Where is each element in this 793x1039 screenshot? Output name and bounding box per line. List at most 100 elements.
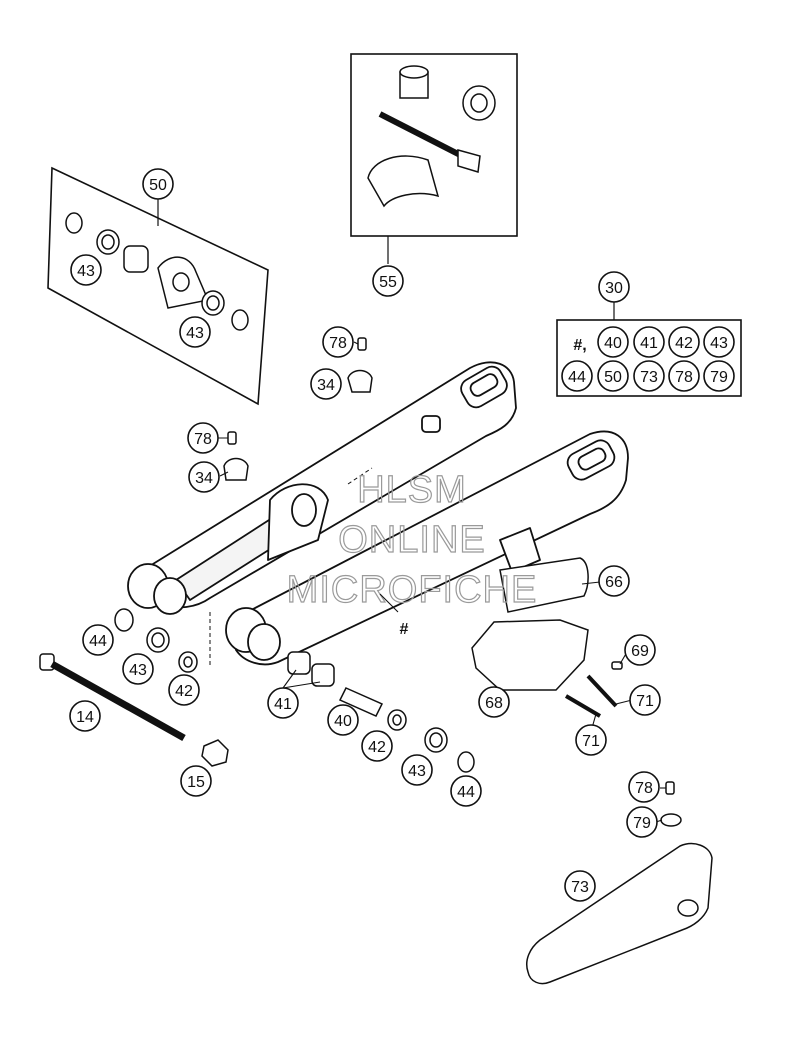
- callout-circle: [633, 360, 665, 392]
- callout-circle: [180, 765, 212, 797]
- callout-number: 34: [317, 377, 335, 394]
- callout-number: 73: [571, 879, 589, 896]
- callout-circle: [69, 700, 101, 732]
- callout-number: 78: [635, 780, 653, 797]
- callout-number: 43: [710, 335, 728, 352]
- callout-circle: [187, 422, 219, 454]
- callout-circle: [361, 730, 393, 762]
- callout-78: 78: [322, 326, 354, 358]
- callout-circle: [564, 870, 596, 902]
- callout-number: 42: [175, 683, 193, 700]
- callout-circle: [598, 565, 630, 597]
- callout-66: 66: [598, 565, 630, 597]
- callout-42: 42: [361, 730, 393, 762]
- callout-number: 41: [640, 335, 658, 352]
- callout-circle: [70, 254, 102, 286]
- callout-30: 30: [598, 271, 630, 303]
- watermark: HLSM ONLINE MICROFICHE: [286, 468, 538, 611]
- callout-circle: [668, 326, 700, 358]
- callout-circle: [450, 775, 482, 807]
- callout-42: 42: [668, 326, 700, 358]
- swingarm: [127, 361, 629, 666]
- callout-number: 40: [604, 335, 622, 352]
- callout-34: 34: [310, 368, 342, 400]
- callout-circle: [168, 674, 200, 706]
- callout-number: 66: [605, 574, 623, 591]
- callout-number: 73: [640, 369, 658, 386]
- callout-circle: [629, 684, 661, 716]
- callout-number: 40: [334, 713, 352, 730]
- callout-43: 43: [703, 326, 735, 358]
- callout-73: 73: [564, 870, 596, 902]
- alignment-lines: [209, 467, 373, 668]
- callout-circle: [322, 326, 354, 358]
- callout-40: 40: [327, 704, 359, 736]
- callout-44: 44: [82, 624, 114, 656]
- callout-78: 78: [187, 422, 219, 454]
- callout-14: 14: [69, 700, 101, 732]
- callout-number: 68: [485, 695, 503, 712]
- callout-43: 43: [401, 754, 433, 786]
- callout-circle: [310, 368, 342, 400]
- callout-71: 71: [575, 724, 607, 756]
- callout-circle: [561, 360, 593, 392]
- callout-43: 43: [122, 653, 154, 685]
- callout-34: 34: [188, 461, 220, 493]
- callout-15: 15: [180, 765, 212, 797]
- callout-number: 43: [186, 325, 204, 342]
- callout-circle: [626, 806, 658, 838]
- callout-44: 44: [450, 775, 482, 807]
- kit-50-parts: [65, 212, 249, 331]
- watermark-line-1: HLSM: [357, 469, 467, 511]
- callout-43: 43: [179, 316, 211, 348]
- callout-circle: [633, 326, 665, 358]
- callout-number: 44: [89, 633, 107, 650]
- callout-40: 40: [597, 326, 629, 358]
- callout-number: 78: [329, 335, 347, 352]
- callout-circle: [668, 360, 700, 392]
- callout-number: 79: [633, 815, 651, 832]
- callout-circle: [179, 316, 211, 348]
- callout-number: 79: [710, 369, 728, 386]
- callout-79: 79: [626, 806, 658, 838]
- callout-circle: [188, 461, 220, 493]
- callout-circle: [372, 265, 404, 297]
- kit-30-hash-label: #,: [573, 337, 586, 354]
- callout-number: 71: [636, 693, 654, 710]
- callout-41: 41: [633, 326, 665, 358]
- callout-circle: [82, 624, 114, 656]
- callout-41: 41: [267, 687, 299, 719]
- callout-44: 44: [561, 360, 593, 392]
- callout-number: 34: [195, 470, 213, 487]
- callout-number: 69: [631, 643, 649, 660]
- callout-42: 42: [168, 674, 200, 706]
- callout-number: 55: [379, 274, 397, 291]
- callout-circle: [478, 686, 510, 718]
- callout-number: 50: [604, 369, 622, 386]
- callout-number: 44: [457, 784, 475, 801]
- kit-50-box: [47, 166, 269, 406]
- callout-circle: [327, 704, 359, 736]
- callout-circle: [267, 687, 299, 719]
- callout-number: 78: [194, 431, 212, 448]
- callout-circle: [597, 360, 629, 392]
- callout-71: 71: [629, 684, 661, 716]
- callout-50: 50: [142, 168, 174, 200]
- callout-number: 42: [368, 739, 386, 756]
- callout-circle: [628, 771, 660, 803]
- watermark-line-3: MICROFICHE: [287, 569, 538, 611]
- callout-circle: [575, 724, 607, 756]
- callout-number: 43: [77, 263, 95, 280]
- callout-43: 43: [70, 254, 102, 286]
- callout-78: 78: [628, 771, 660, 803]
- watermark-line-2: ONLINE: [338, 519, 485, 561]
- callout-circle: [598, 271, 630, 303]
- callout-layer: 50 43 43 55 30 40 41 42 43 44 50 73 78 79 78 34 78 34 44 43…: [69, 168, 735, 902]
- callout-number: 30: [605, 280, 623, 297]
- callout-number: 50: [149, 177, 167, 194]
- callout-circle: [401, 754, 433, 786]
- callout-circle: [597, 326, 629, 358]
- callout-79: 79: [703, 360, 735, 392]
- callout-55: 55: [372, 265, 404, 297]
